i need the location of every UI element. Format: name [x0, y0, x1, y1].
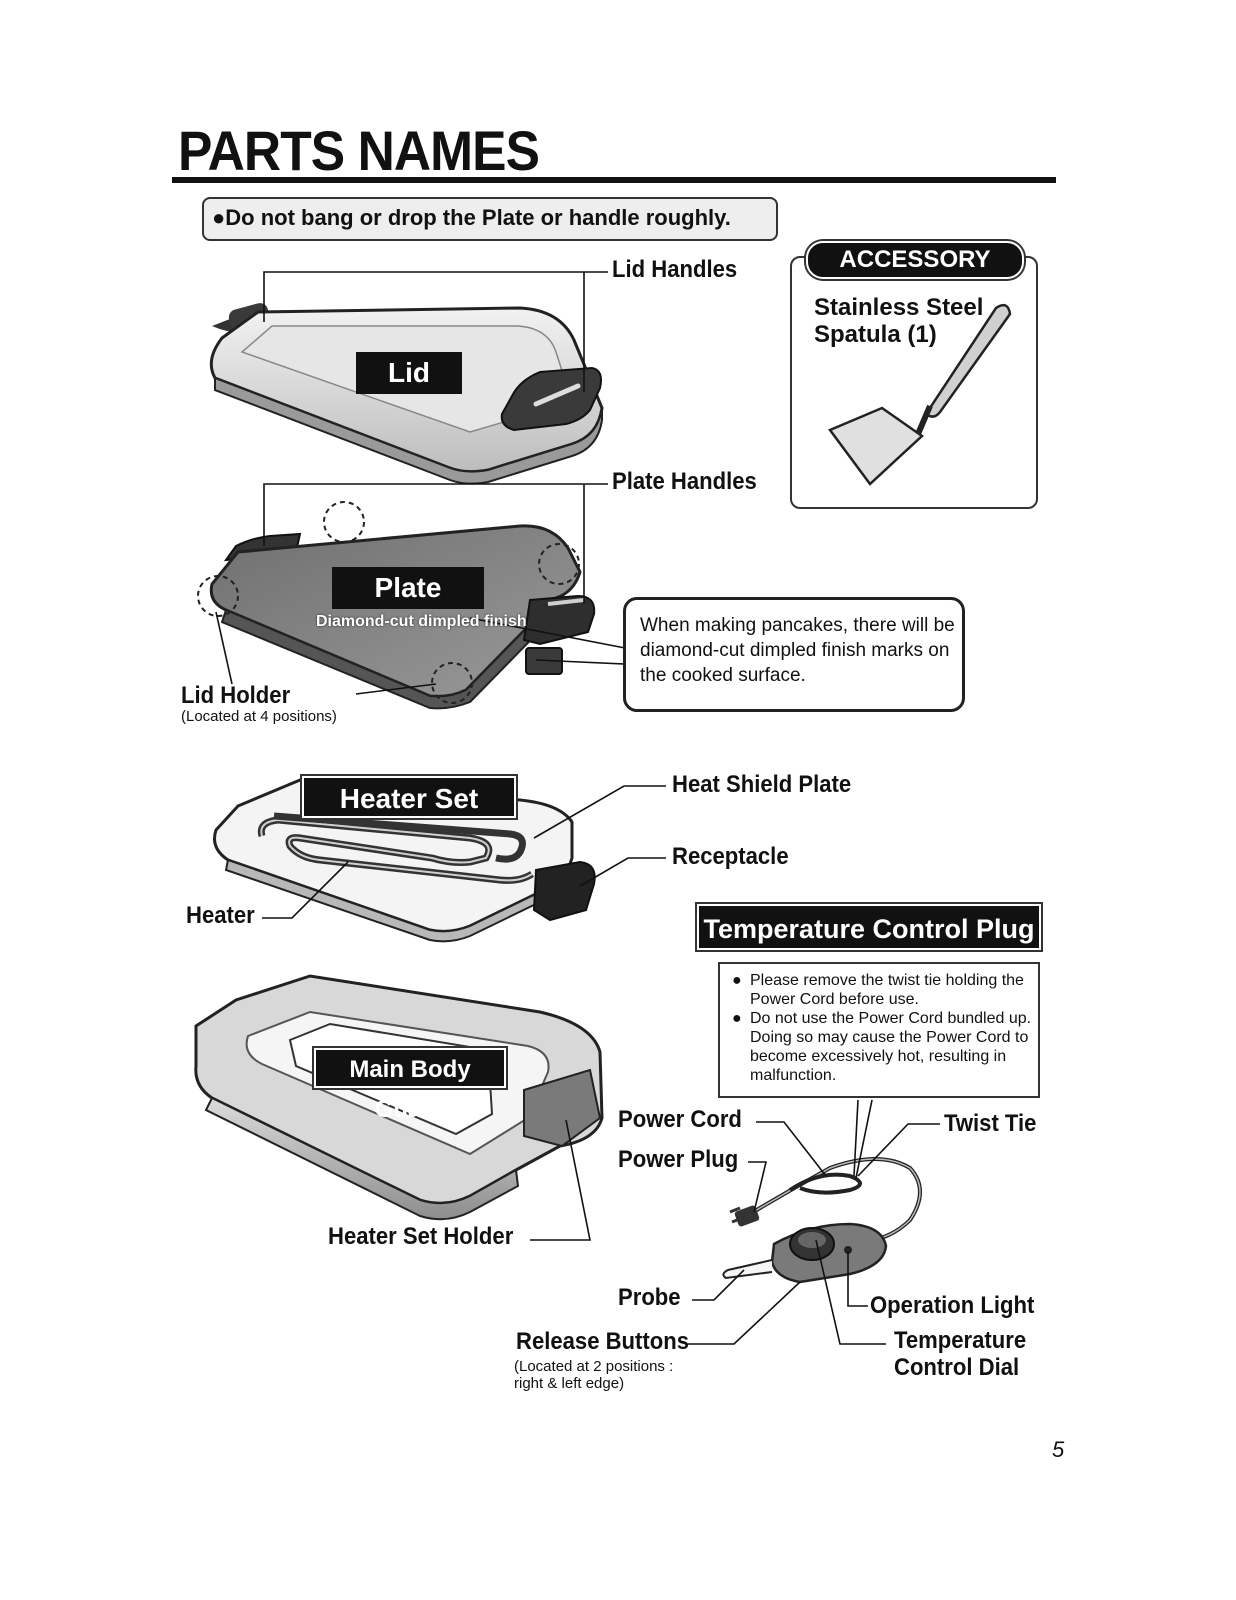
- leader-lines: [215, 271, 940, 1345]
- power-plug-label: Power Plug: [618, 1146, 739, 1173]
- cord-warning-text: Do not use the Power Cord bundled up. Do…: [750, 1010, 1032, 1084]
- page-title: PARTS NAMES: [178, 119, 540, 182]
- pancake-note: When making pancakes, there will be diam…: [640, 615, 955, 686]
- cord-warning-item: ● Please remove the twist tie holding th…: [732, 971, 1032, 1009]
- heater-set-tag: Heater Set: [302, 776, 516, 818]
- release-buttons-note-2: right & left edge): [514, 1375, 625, 1392]
- release-buttons-note-1: (Located at 2 positions :: [514, 1358, 674, 1375]
- lid-tag: Lid: [356, 352, 462, 394]
- cord-warning-item: ● Do not use the Power Cord bundled up. …: [732, 1009, 1032, 1085]
- temperature-control-dial-label: Temperature Control Dial: [894, 1327, 1026, 1381]
- dial-label-line2: Control Dial: [894, 1354, 1020, 1381]
- page-number: 5: [1052, 1437, 1065, 1462]
- main-body-guard-tag: Main Body Guard: [314, 1048, 506, 1123]
- lid-handles-label: Lid Handles: [612, 256, 738, 283]
- caution-box: [202, 197, 778, 241]
- operation-light-label: Operation Light: [870, 1292, 1035, 1319]
- caution-text: ●Do not bang or drop the Plate or handle…: [212, 205, 731, 230]
- cord-warning-list: ● Please remove the twist tie holding th…: [732, 971, 1032, 1085]
- accessory-name: Stainless Steel Spatula (1): [814, 294, 983, 348]
- spatula-illustration: [828, 303, 1012, 486]
- plate-tag: Plate: [332, 567, 484, 609]
- plate-finish-label: Diamond-cut dimpled finish: [316, 613, 527, 630]
- heater-label: Heater: [186, 902, 255, 929]
- bullet-icon: ●: [732, 1010, 742, 1027]
- pancake-note-box: [623, 597, 965, 712]
- title-divider: [172, 177, 1056, 183]
- cord-warning-box: [718, 962, 1040, 1098]
- bullet-icon: ●: [732, 972, 742, 989]
- heat-shield-plate-label: Heat Shield Plate: [672, 771, 852, 798]
- dial-label-line1: Temperature: [894, 1327, 1027, 1354]
- accessory-name-line1: Stainless Steel: [814, 294, 984, 321]
- power-cord-label: Power Cord: [618, 1106, 742, 1133]
- probe-label: Probe: [618, 1284, 681, 1311]
- receptacle-label: Receptacle: [672, 843, 789, 870]
- cord-warning-text: Please remove the twist tie holding the …: [750, 972, 1024, 1008]
- control-plug-illustration: [722, 1157, 922, 1284]
- lid-holder-label: Lid Holder: [181, 682, 291, 709]
- release-buttons-label: Release Buttons: [516, 1328, 690, 1355]
- lid-holder-note: (Located at 4 positions): [181, 708, 337, 725]
- accessory-name-line2: Spatula (1): [814, 321, 937, 348]
- twist-tie-label: Twist Tie: [944, 1110, 1037, 1137]
- heater-set-holder-label: Heater Set Holder: [328, 1223, 514, 1250]
- plate-handles-label: Plate Handles: [612, 468, 757, 495]
- accessory-badge: ACCESSORY: [806, 241, 1024, 279]
- temperature-control-plug-tag: Temperature Control Plug: [697, 904, 1041, 950]
